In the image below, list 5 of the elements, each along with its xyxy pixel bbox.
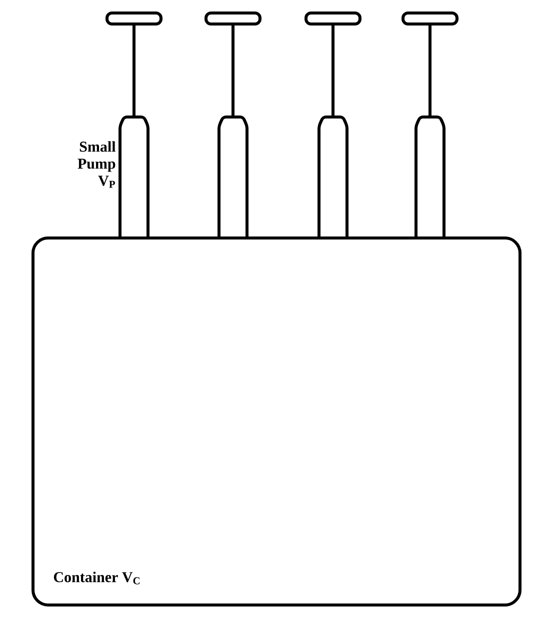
- pump-drawing: [204, 12, 262, 238]
- pump-drawing: [304, 12, 362, 238]
- pump-drawing: [402, 12, 458, 238]
- pump-label: Small Pump V$_{P}$: [78, 141, 116, 188]
- container-box: Container V$_{C}$: [32, 236, 522, 606]
